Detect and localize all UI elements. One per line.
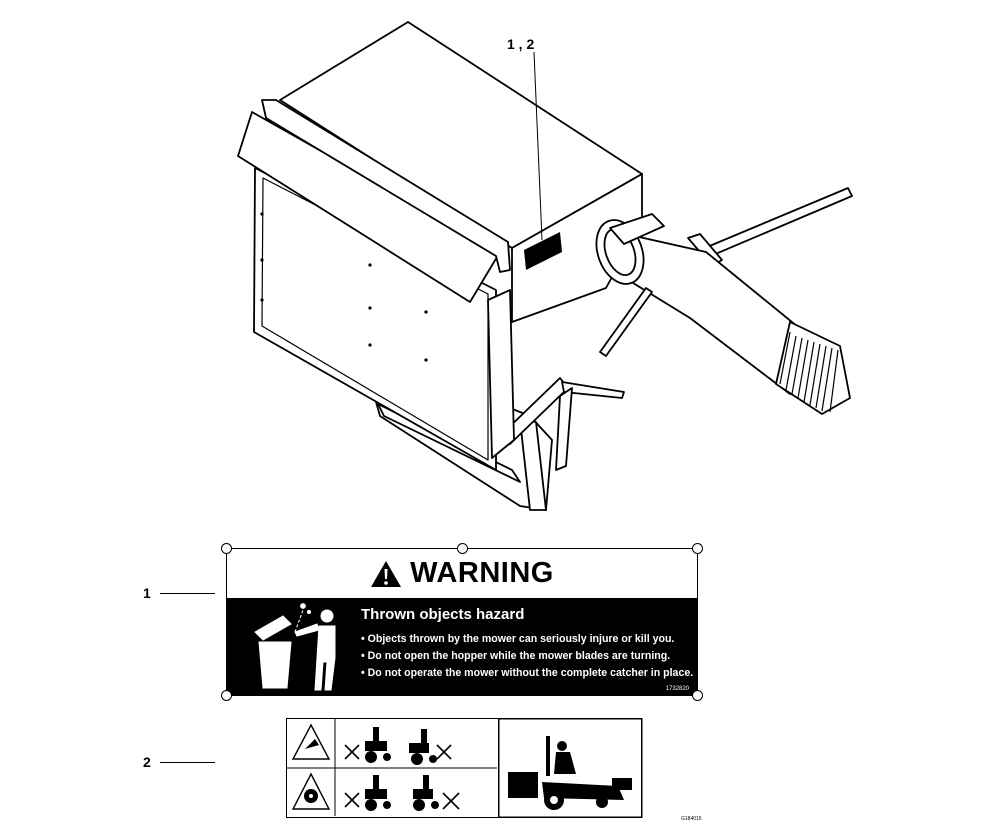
figure-code: G184015 [681,816,702,822]
boom-bar [699,187,853,259]
thrown-object-person-icon [254,603,336,691]
mounting-hole [221,690,232,701]
pictorial-decal [286,718,499,818]
grass-catcher-illustration [237,21,853,511]
callout-1: 1 [143,585,151,601]
callout-top: 1 , 2 [507,36,535,52]
mower-with-catcher-icon [498,718,643,818]
warning-decal: WARNING Thrown objects hazard • Objects … [221,543,703,701]
warning-triangle-icon [371,560,402,587]
pictorial-decal-art [287,719,497,816]
hopper-decal [524,232,562,270]
warning-list: • Objects thrown by the mower can seriou… [361,631,693,682]
chute-hose [775,321,851,415]
riding-mower-icon [365,727,439,811]
warning-bullet: • Objects thrown by the mower can seriou… [361,633,675,645]
warning-title: WARNING [410,557,554,589]
warning-bullet: • Do not operate the mower without the c… [361,667,694,679]
mounting-hole [692,543,703,554]
mounting-hole [221,543,232,554]
part-code: 1732820 [665,686,689,692]
leader-line-2 [160,762,215,763]
thrown-object-hazard-icon [291,723,331,760]
warning-header: WARNING [227,549,697,598]
warning-bullet: • Do not open the hopper while the mower… [361,650,671,662]
warning-body: Thrown objects hazard • Objects thrown b… [227,598,697,695]
callout-2: 2 [143,754,151,770]
leader-line-1 [160,593,215,594]
warning-subtitle: Thrown objects hazard [361,606,525,623]
mounting-hole [692,690,703,701]
mounting-hole [457,543,468,554]
blade-hazard-icon [291,772,331,810]
